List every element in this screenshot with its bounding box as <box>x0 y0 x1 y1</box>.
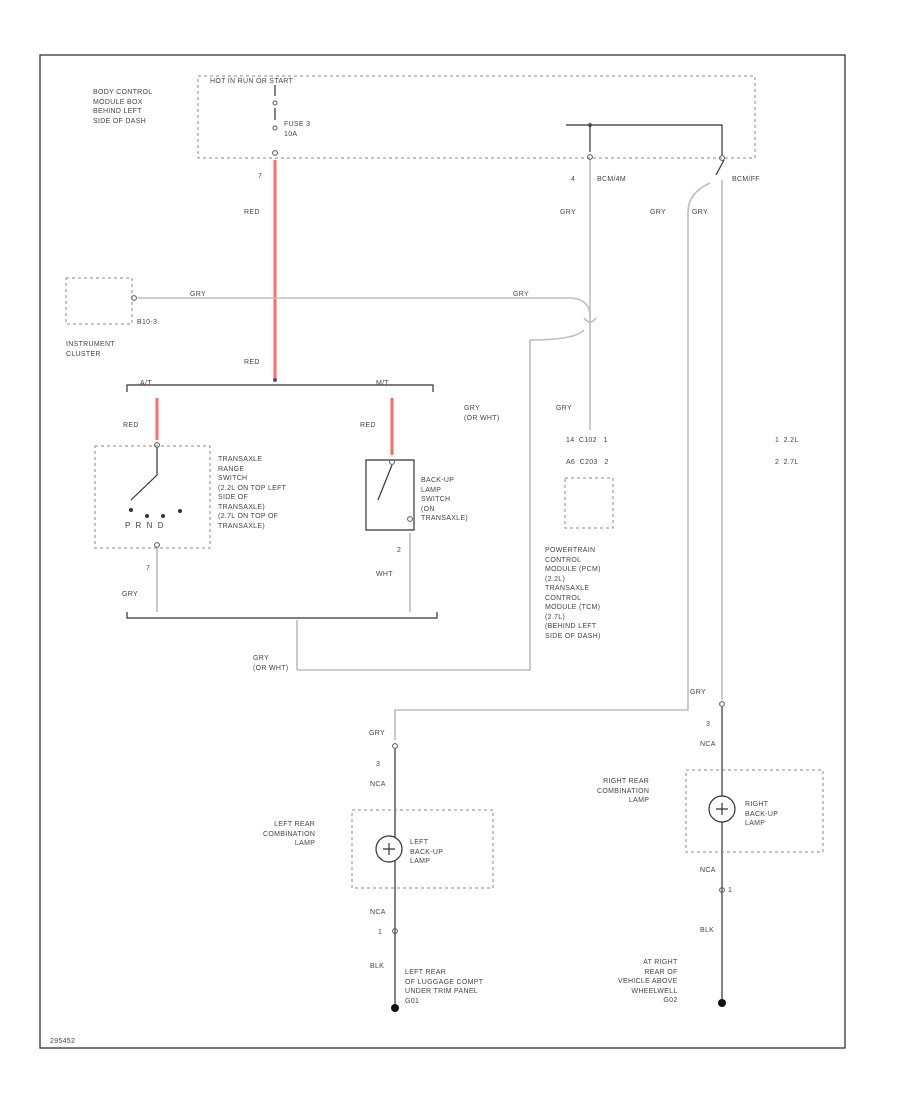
diagram-frame <box>39 54 846 1049</box>
fuse-label: FUSE 3 10A <box>284 121 311 138</box>
engine-row-2: 2 2.7L <box>775 459 799 466</box>
instrument-cluster-label: INSTRUMENT CLUSTER <box>66 341 115 358</box>
instrument-cluster-box <box>65 277 133 325</box>
wire-gry-cluster-1: GRY <box>190 291 206 298</box>
fuse-3 <box>272 85 278 156</box>
pin-4: 4 <box>571 176 576 183</box>
bcm-output-wire <box>566 124 723 155</box>
gry-crossover <box>583 317 597 323</box>
left-bulb-label: LEFT BACK-UP LAMP <box>410 839 444 865</box>
backup-switch-box <box>365 459 415 531</box>
wire-gry-6: GRY <box>690 689 706 696</box>
right-pin-bottom: 1 <box>728 887 733 894</box>
wire-gry-2: GRY <box>650 209 666 216</box>
right-lamp-label: RIGHT REAR COMBINATION LAMP <box>597 778 650 804</box>
pin-7-top: 7 <box>258 173 263 180</box>
pcm-pin-row-1: 14 C102 1 <box>566 437 608 444</box>
wire-gry-7: GRY <box>369 730 385 737</box>
gear-letters: P R N D <box>125 521 164 530</box>
cluster-pin-label: B10-3 <box>137 319 158 326</box>
wire-red-2: RED <box>244 359 260 366</box>
left-pin-bottom: 1 <box>378 929 383 936</box>
at-label: A/T <box>140 380 152 387</box>
pcm-box <box>564 477 614 529</box>
transaxle-range-switch-label: TRANSAXLE RANGE SWITCH (2.2L ON TOP LEFT… <box>218 456 287 530</box>
left-combination-lamp-box <box>351 809 494 889</box>
left-nca-top: NCA <box>370 781 386 788</box>
pin-2: 2 <box>397 547 402 554</box>
bcm-bus-b-label: BCM/FF <box>732 176 760 183</box>
at-mt-bracket <box>126 384 434 392</box>
wire-blk-right: BLK <box>700 927 715 934</box>
bcm-label: BODY CONTROL MODULE BOX BEHIND LEFT SIDE… <box>93 89 153 125</box>
wire-gry-5: GRY <box>122 591 138 598</box>
bottom-bracket <box>126 612 438 619</box>
left-ground-label: LEFT REAR OF LUGGAGE COMPT UNDER TRIM PA… <box>405 969 484 1005</box>
engine-row-1: 1 2.2L <box>775 437 799 444</box>
gry-wht-wire-pcm <box>297 329 585 671</box>
wire-gry-wht-1: GRY (OR WHT) <box>464 405 500 422</box>
wire-gry-wht-2: GRY (OR WHT) <box>253 655 289 672</box>
wire-red-1: RED <box>244 209 260 216</box>
hot-in-run-label: HOT IN RUN OR START <box>210 78 294 85</box>
pcm-label: POWERTRAIN CONTROL MODULE (PCM) (2.2L) T… <box>545 547 601 640</box>
right-nca-top: NCA <box>700 741 716 748</box>
wire-gry-3: GRY <box>692 209 708 216</box>
left-lamp-label: LEFT REAR COMBINATION LAMP <box>263 821 316 847</box>
right-nca-bottom: NCA <box>700 867 716 874</box>
left-pin-top: 3 <box>376 761 381 768</box>
bcm-bus-a-label: BCM/4M <box>597 176 627 183</box>
mt-label: M/T <box>376 380 389 387</box>
transaxle-range-switch-box <box>94 445 211 549</box>
wire-red-4: RED <box>360 422 376 429</box>
ground-g01 <box>391 1004 399 1012</box>
pin-7-bottom: 7 <box>146 565 151 572</box>
backup-switch-label: BACK-UP LAMP SWITCH (ON TRANSAXLE) <box>421 477 468 522</box>
red-splice <box>273 378 277 382</box>
right-bulb-label: RIGHT BACK-UP LAMP <box>745 801 779 827</box>
right-ground-label: AT RIGHT REAR OF VEHICLE ABOVE WHEELWELL… <box>618 959 678 1004</box>
right-combination-lamp-box <box>685 769 824 853</box>
bcm-box <box>197 75 756 159</box>
figure-code: 295452 <box>50 1038 76 1045</box>
wire-gry-cluster-2: GRY <box>513 291 529 298</box>
wire-gry-4: GRY <box>556 405 572 412</box>
wire-gry-1: GRY <box>560 209 576 216</box>
pcm-pin-row-2: A6 C203 2 <box>566 459 609 466</box>
wire-wht: WHT <box>376 571 393 578</box>
right-pin-top: 3 <box>706 721 711 728</box>
bcm-switch-contact <box>715 159 725 176</box>
wire-blk-left: BLK <box>370 963 385 970</box>
gry-wire-right-main <box>394 182 711 740</box>
wire-red-3: RED <box>123 422 139 429</box>
ground-g02 <box>718 999 726 1007</box>
gry-wire-cluster <box>138 297 591 317</box>
left-nca-bottom: NCA <box>370 909 386 916</box>
